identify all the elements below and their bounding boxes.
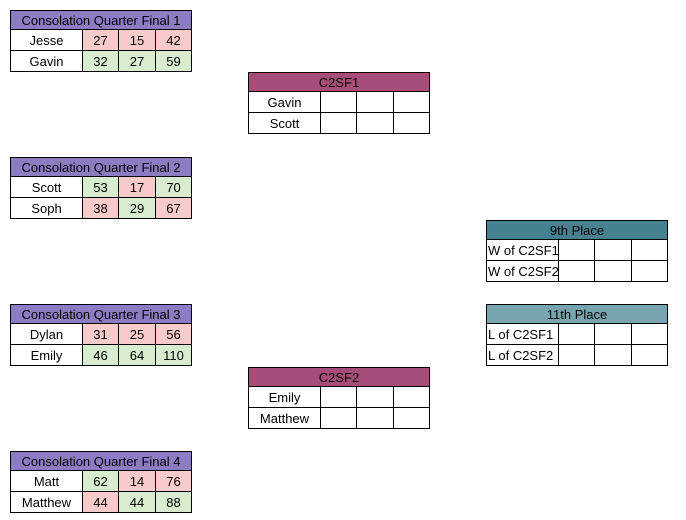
- quarter-final-3-header: Consolation Quarter Final 3: [10, 304, 192, 324]
- score-cell[interactable]: [559, 240, 595, 261]
- player-name-cell[interactable]: Gavin: [248, 92, 321, 113]
- semi-final-1-table: C2SF1 Gavin Scott: [248, 72, 430, 135]
- score-cell[interactable]: [321, 113, 357, 134]
- total-cell[interactable]: 59: [156, 51, 192, 72]
- score-cell[interactable]: 44: [119, 492, 156, 513]
- player-name-cell[interactable]: Scott: [10, 177, 83, 198]
- score-cell[interactable]: [559, 324, 595, 345]
- quarter-final-4-header: Consolation Quarter Final 4: [10, 451, 192, 471]
- score-cell[interactable]: 27: [83, 30, 119, 51]
- player-name-cell[interactable]: Gavin: [10, 51, 83, 72]
- total-cell[interactable]: [394, 92, 430, 113]
- total-cell[interactable]: [632, 261, 668, 282]
- quarter-final-3-table: Consolation Quarter Final 3 Dylan 31 25 …: [10, 304, 192, 367]
- score-cell[interactable]: 31: [83, 324, 119, 345]
- score-cell[interactable]: 17: [119, 177, 156, 198]
- score-cell[interactable]: [595, 324, 632, 345]
- player-name-cell[interactable]: W of C2SF1: [486, 240, 559, 261]
- score-cell[interactable]: [595, 240, 632, 261]
- score-cell[interactable]: 46: [83, 345, 119, 366]
- total-cell[interactable]: 42: [156, 30, 192, 51]
- score-cell[interactable]: 62: [83, 471, 119, 492]
- score-cell[interactable]: 64: [119, 345, 156, 366]
- score-cell[interactable]: [559, 261, 595, 282]
- score-cell[interactable]: [321, 408, 357, 429]
- score-cell[interactable]: 32: [83, 51, 119, 72]
- score-cell[interactable]: 38: [83, 198, 119, 219]
- score-cell[interactable]: 14: [119, 471, 156, 492]
- total-cell[interactable]: 56: [156, 324, 192, 345]
- score-cell[interactable]: [357, 113, 394, 134]
- player-name-cell[interactable]: Emily: [10, 345, 83, 366]
- total-cell[interactable]: [394, 408, 430, 429]
- total-cell[interactable]: 67: [156, 198, 192, 219]
- player-name-cell[interactable]: L of C2SF1: [486, 324, 559, 345]
- player-name-cell[interactable]: Emily: [248, 387, 321, 408]
- score-cell[interactable]: 27: [119, 51, 156, 72]
- score-cell[interactable]: [357, 408, 394, 429]
- player-name-cell[interactable]: L of C2SF2: [486, 345, 559, 366]
- semi-final-2-header: C2SF2: [248, 367, 430, 387]
- score-cell[interactable]: [321, 387, 357, 408]
- quarter-final-4-table: Consolation Quarter Final 4 Matt 62 14 7…: [10, 451, 192, 514]
- total-cell[interactable]: 88: [156, 492, 192, 513]
- score-cell[interactable]: [595, 345, 632, 366]
- total-cell[interactable]: [394, 387, 430, 408]
- score-cell[interactable]: [321, 92, 357, 113]
- eleventh-place-table: 11th Place L of C2SF1 L of C2SF2: [486, 304, 668, 367]
- total-cell[interactable]: [632, 345, 668, 366]
- quarter-final-1-table: Consolation Quarter Final 1 Jesse 27 15 …: [10, 10, 192, 73]
- quarter-final-1-header: Consolation Quarter Final 1: [10, 10, 192, 30]
- player-name-cell[interactable]: Matt: [10, 471, 83, 492]
- total-cell[interactable]: 70: [156, 177, 192, 198]
- quarter-final-2-header: Consolation Quarter Final 2: [10, 157, 192, 177]
- semi-final-2-table: C2SF2 Emily Matthew: [248, 367, 430, 430]
- score-cell[interactable]: [559, 345, 595, 366]
- player-name-cell[interactable]: Scott: [248, 113, 321, 134]
- player-name-cell[interactable]: W of C2SF2: [486, 261, 559, 282]
- ninth-place-header: 9th Place: [486, 220, 668, 240]
- player-name-cell[interactable]: Soph: [10, 198, 83, 219]
- eleventh-place-header: 11th Place: [486, 304, 668, 324]
- total-cell[interactable]: [632, 240, 668, 261]
- score-cell[interactable]: 25: [119, 324, 156, 345]
- score-cell[interactable]: [357, 387, 394, 408]
- total-cell[interactable]: 76: [156, 471, 192, 492]
- player-name-cell[interactable]: Matthew: [248, 408, 321, 429]
- total-cell[interactable]: 110: [156, 345, 192, 366]
- score-cell[interactable]: 15: [119, 30, 156, 51]
- score-cell[interactable]: [595, 261, 632, 282]
- total-cell[interactable]: [394, 113, 430, 134]
- score-cell[interactable]: 29: [119, 198, 156, 219]
- ninth-place-table: 9th Place W of C2SF1 W of C2SF2: [486, 220, 668, 283]
- semi-final-1-header: C2SF1: [248, 72, 430, 92]
- player-name-cell[interactable]: Matthew: [10, 492, 83, 513]
- total-cell[interactable]: [632, 324, 668, 345]
- score-cell[interactable]: 44: [83, 492, 119, 513]
- score-cell[interactable]: 53: [83, 177, 119, 198]
- player-name-cell[interactable]: Dylan: [10, 324, 83, 345]
- quarter-final-2-table: Consolation Quarter Final 2 Scott 53 17 …: [10, 157, 192, 220]
- player-name-cell[interactable]: Jesse: [10, 30, 83, 51]
- score-cell[interactable]: [357, 92, 394, 113]
